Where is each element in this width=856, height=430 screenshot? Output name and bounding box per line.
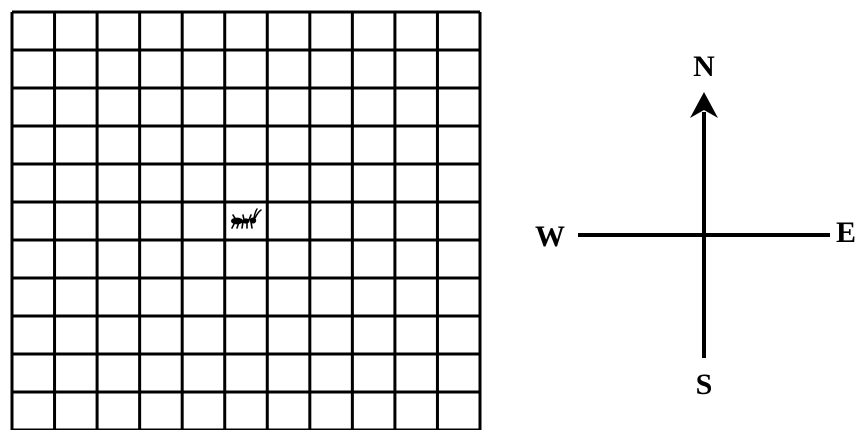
grid-board [10,10,482,430]
compass-rose: N S W E [535,50,856,401]
compass-south-label: S [696,368,713,401]
compass-east-label: E [836,216,856,249]
north-arrow-icon [690,92,718,118]
compass-west-label: W [535,220,565,253]
compass-north-label: N [693,50,715,83]
ant-icon [231,208,262,229]
